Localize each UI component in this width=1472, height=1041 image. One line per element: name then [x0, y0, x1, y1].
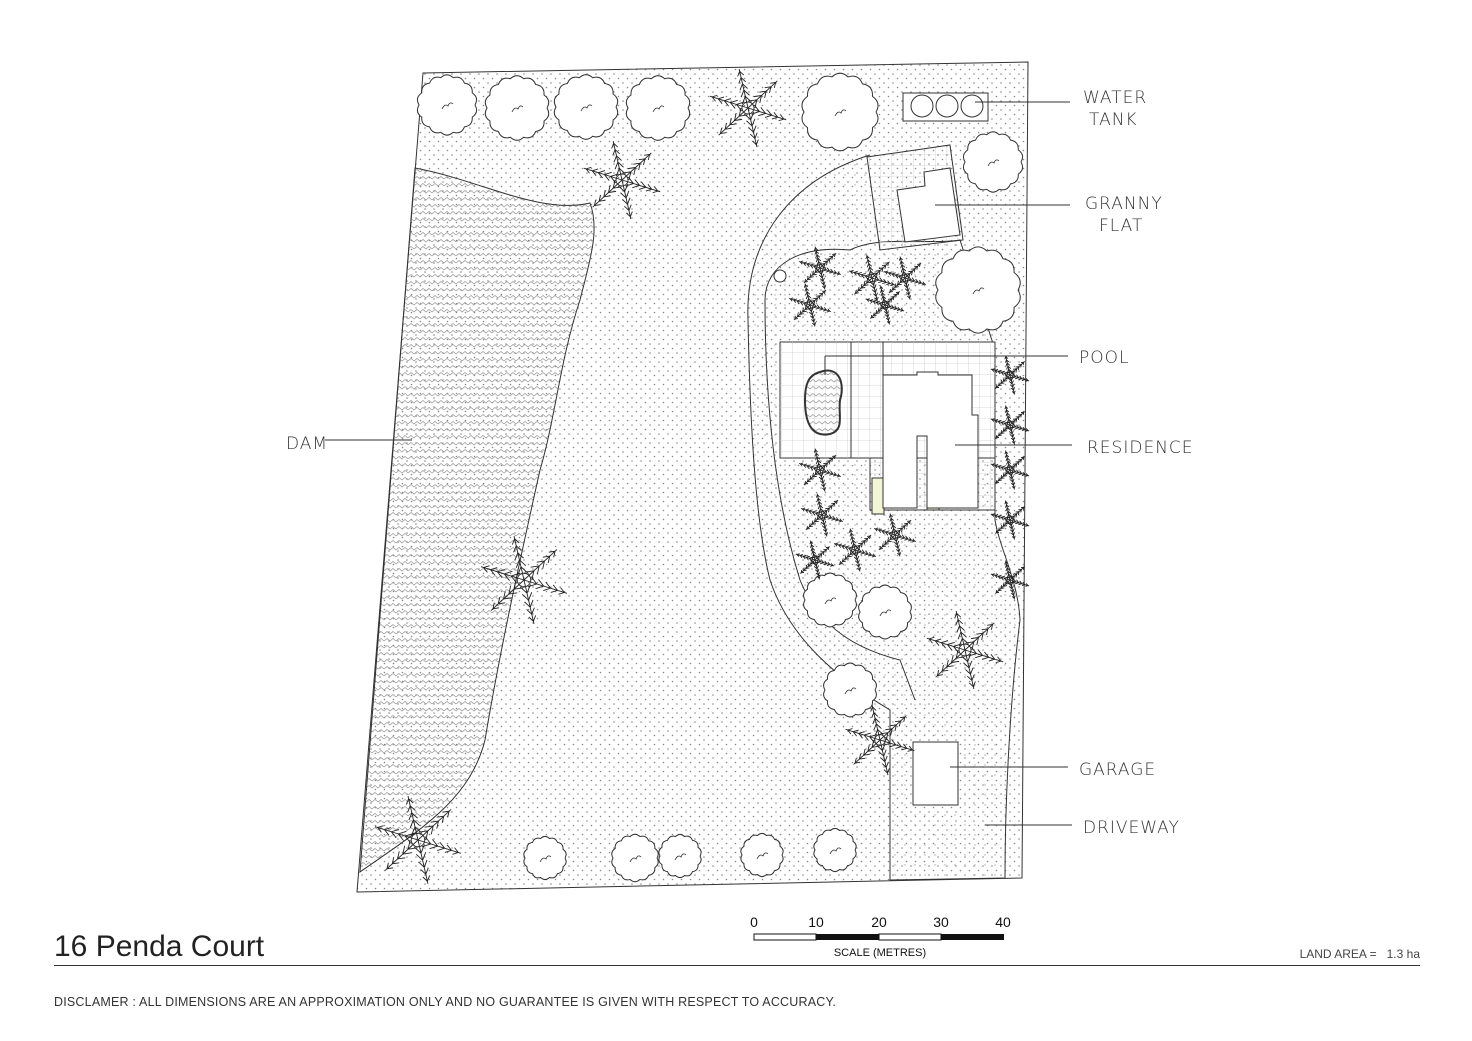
dam-area [359, 167, 595, 874]
label-garage: GARAGE [1079, 760, 1156, 780]
shrub-icon [611, 833, 659, 883]
label-pool: POOL [1079, 348, 1129, 368]
land-area: LAND AREA = 1.3 ha [1290, 947, 1420, 961]
scale-tick: 30 [933, 914, 949, 930]
divider [54, 965, 1420, 966]
shrub-icon [801, 72, 879, 152]
scale-caption: SCALE (METRES) [834, 947, 926, 959]
shrub-icon [523, 835, 567, 881]
page-title: 16 Penda Court [54, 930, 265, 963]
tree-icon [990, 560, 1030, 600]
shrub-icon [935, 246, 1021, 334]
label-driveway: DRIVEWAY [1083, 818, 1180, 838]
tree-icon [883, 256, 927, 300]
garage [912, 741, 959, 806]
residence [882, 371, 979, 509]
label-water-tank: WATER [1083, 88, 1147, 108]
shrub-icon [823, 662, 877, 718]
shrub-icon [962, 131, 1024, 193]
scale-bar: 0 10 20 30 40 SCALE (METRES) [750, 914, 1011, 959]
shrub-icon [858, 584, 912, 640]
water-tank [935, 94, 959, 118]
shrub-icon [740, 832, 784, 878]
shrub-icon [813, 827, 857, 873]
water-tank [910, 94, 934, 118]
shrub-icon [803, 572, 857, 628]
tree-icon [990, 405, 1030, 445]
tree-icon [800, 493, 844, 537]
tree-icon [865, 285, 905, 325]
tree-icon [583, 140, 661, 220]
disclaimer: DISCLAMER : ALL DIMENSIONS ARE AN APPROX… [54, 995, 837, 1009]
scale-tick: 20 [871, 914, 887, 930]
tree-icon [798, 448, 842, 492]
shrub-icon [553, 74, 619, 140]
water-tank [960, 94, 984, 118]
granny-flat [896, 167, 961, 243]
label-granny-flat: GRANNY [1085, 194, 1163, 214]
pool [803, 369, 843, 436]
tree-icon [788, 283, 832, 327]
label-water-tank-2: TANK [1089, 110, 1138, 130]
tree-icon [990, 355, 1030, 395]
land-area-label: LAND AREA = [1299, 947, 1377, 961]
scale-tick: 0 [750, 914, 758, 930]
scale-tick: 10 [808, 914, 824, 930]
tree-icon [480, 536, 568, 624]
land-area-value: 1.3 ha [1386, 947, 1420, 961]
tree-icon [845, 704, 915, 776]
label-dam: DAM [286, 434, 328, 454]
tree-icon [798, 246, 842, 290]
shrub-icon [658, 833, 702, 879]
tree-icon [926, 610, 1004, 690]
tree-icon [848, 254, 896, 302]
tree-icon [990, 500, 1030, 540]
tree-icon [833, 528, 877, 572]
scale-tick: 40 [995, 914, 1011, 930]
tree-icon [873, 513, 917, 557]
label-residence: RESIDENCE [1087, 438, 1194, 458]
tree-icon [709, 68, 787, 148]
tree-icon [990, 450, 1030, 490]
label-granny-flat-2: FLAT [1099, 216, 1143, 236]
shrub-icon [484, 75, 550, 141]
driveway-path [747, 154, 1021, 881]
shrub-icon [416, 74, 478, 136]
shrub-icon [625, 75, 691, 141]
tree-icon [795, 540, 835, 580]
tree-icon [374, 796, 462, 884]
